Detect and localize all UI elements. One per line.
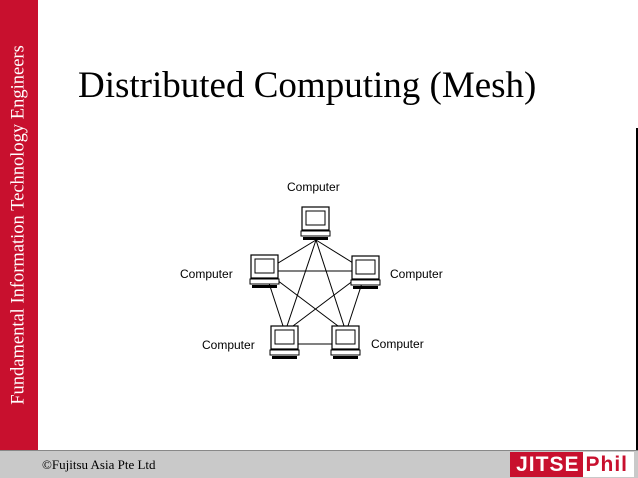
node-label-bottom-right: Computer bbox=[371, 337, 424, 351]
link-top-bottom-left bbox=[284, 239, 317, 333]
slide-edge-line bbox=[636, 128, 638, 450]
copyright-text: ©Fujitsu Asia Pte Ltd bbox=[42, 457, 156, 472]
computer-icon-right bbox=[350, 255, 381, 289]
node-label-left: Computer bbox=[180, 267, 233, 281]
node-label-bottom-left: Computer bbox=[202, 338, 255, 352]
mesh-network-diagram: Computer Computer Computer Computer Comp… bbox=[180, 180, 443, 359]
node-label-top: Computer bbox=[287, 180, 340, 194]
sidebar: Fundamental Information Technology Engin… bbox=[0, 0, 38, 450]
computer-icon-left bbox=[249, 254, 280, 288]
logo-phil-text: Phil bbox=[583, 452, 634, 477]
computer-icon-bottom-right bbox=[330, 325, 361, 359]
footer-bar: ©Fujitsu Asia Pte Ltd JITSE Phil bbox=[0, 450, 638, 478]
jitse-phil-logo: JITSE Phil bbox=[510, 452, 634, 477]
computer-icon-bottom-left bbox=[269, 325, 300, 359]
slide-title: Distributed Computing (Mesh) bbox=[78, 65, 537, 106]
node-label-right: Computer bbox=[390, 267, 443, 281]
link-top-bottom-right bbox=[315, 239, 347, 333]
computer-icon-top bbox=[300, 206, 331, 240]
logo-jitse-text: JITSE bbox=[510, 452, 584, 477]
